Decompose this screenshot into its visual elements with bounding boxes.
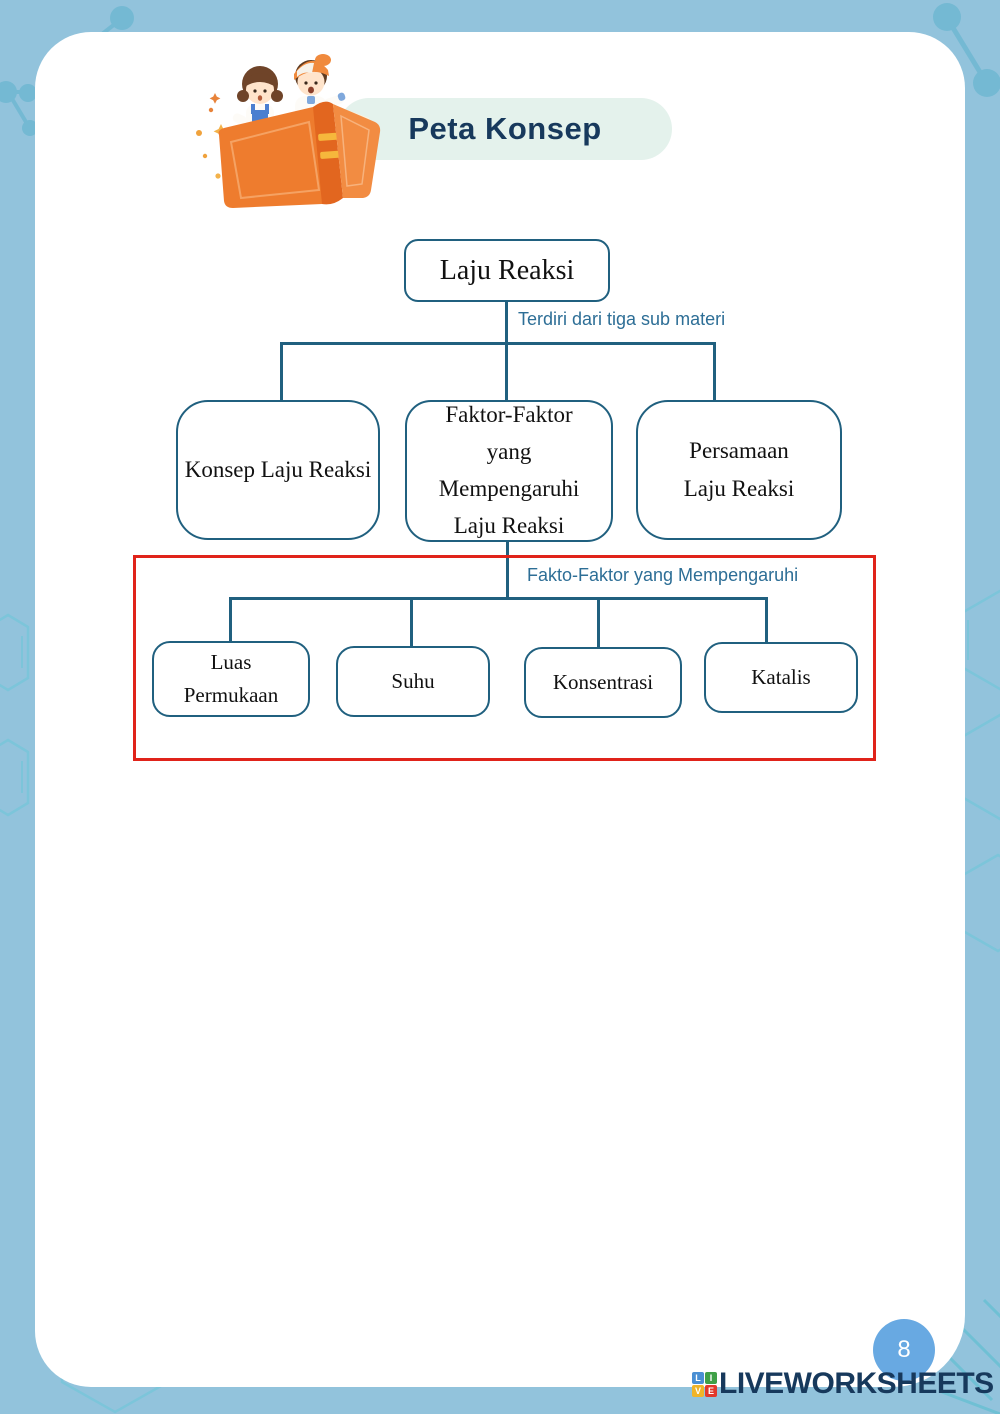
- connector-drop-konsentrasi: [597, 597, 600, 648]
- logo-square-i: I: [705, 1371, 717, 1384]
- highlight-caption: Fakto-Faktor yang Mempengaruhi: [527, 565, 799, 585]
- node-laju-reaksi: Laju Reaksi: [404, 239, 610, 302]
- page-number-badge: 8: [873, 1319, 935, 1381]
- liveworksheets-logo[interactable]: L I V E LIVEWORKSHEETS: [692, 1367, 994, 1401]
- node-faktor-faktor: Faktor-Faktor yang Mempengaruhi Laju Rea…: [405, 400, 613, 542]
- logo-square-v: V: [692, 1384, 704, 1397]
- concept-map: Terdiri dari tiga sub materi Fakto-Fakto…: [35, 32, 965, 1387]
- connector-factors-horizontal: [229, 597, 767, 600]
- connector-drop-konsep: [280, 342, 283, 401]
- node-konsentrasi: Konsentrasi: [524, 647, 682, 718]
- connector-faktor-down: [506, 541, 509, 598]
- connector-drop-faktor: [505, 342, 508, 401]
- node-persamaan-laju-reaksi: Persamaan Laju Reaksi: [636, 400, 842, 540]
- root-caption: Terdiri dari tiga sub materi: [518, 309, 726, 329]
- connector-drop-luas: [229, 597, 232, 642]
- node-luas-permukaan: Luas Permukaan: [152, 641, 310, 717]
- node-katalis: Katalis: [704, 642, 858, 713]
- node-suhu: Suhu: [336, 646, 490, 717]
- page-number: 8: [897, 1336, 911, 1363]
- liveworksheets-wordmark: LIVEWORKSHEETS: [719, 1367, 994, 1400]
- kids-book-illustration: [196, 54, 381, 208]
- worksheet-card: Peta Konsep Terdiri dari tiga sub materi…: [35, 32, 965, 1387]
- title-pill: Peta Konsep: [338, 98, 672, 160]
- open-book-icon: [218, 101, 381, 208]
- node-konsep-laju-reaksi: Konsep Laju Reaksi: [176, 400, 380, 540]
- girl-character: [232, 66, 283, 130]
- connector-drop-katalis: [765, 597, 768, 643]
- connector-drop-suhu: [410, 597, 413, 647]
- page-title: Peta Konsep: [408, 111, 602, 146]
- connector-level1-horizontal: [280, 342, 716, 345]
- logo-square-l: L: [692, 1371, 704, 1384]
- connector-root-down: [505, 302, 508, 343]
- logo-squares-icon: L I V E: [692, 1371, 717, 1397]
- connector-drop-persamaan: [713, 342, 716, 401]
- logo-square-e: E: [705, 1384, 717, 1397]
